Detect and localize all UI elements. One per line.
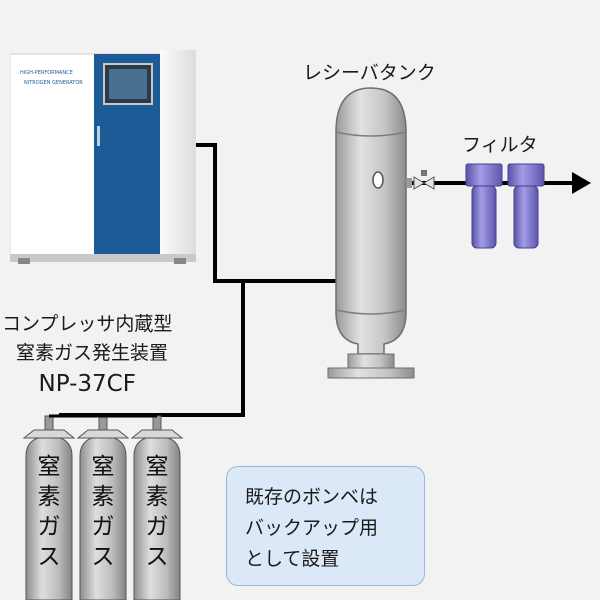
note-line-1: 既存のボンベは	[245, 486, 379, 508]
receiver-tank-image	[327, 87, 435, 379]
nitrogen-generator-image: HIGH-PERFORMANCE NITROGEN GENERATOR	[10, 50, 196, 264]
backup-note-box: 既存のボンベは バックアップ用 として設置	[226, 466, 425, 586]
outlet-arrow-icon	[572, 172, 591, 194]
filter-1	[465, 163, 503, 249]
generator-panel-text-2: NITROGEN GENERATOR	[24, 80, 83, 86]
filter-2	[507, 163, 545, 249]
note-line-2: バックアップ用	[245, 517, 379, 539]
nitrogen-cylinders-image	[22, 414, 184, 600]
filter-label: フィルタ	[462, 134, 538, 156]
note-line-3: として設置	[245, 548, 340, 570]
receiver-tank-label: レシーバタンク	[303, 62, 436, 84]
generator-name-line1: コンプレッサ内蔵型	[2, 313, 173, 335]
cylinder-1	[22, 415, 76, 600]
cylinder-2-label: 窒素ガス	[91, 454, 115, 570]
generator-model: NP-37CF	[38, 371, 136, 397]
filter-unit-image	[465, 163, 545, 249]
cylinder-2	[76, 415, 130, 600]
generator-caption: コンプレッサ内蔵型 窒素ガス発生装置 NP-37CF	[2, 310, 172, 399]
cylinder-3-label: 窒素ガス	[145, 454, 169, 570]
generator-panel-text-1: HIGH-PERFORMANCE	[20, 70, 73, 76]
cylinder-1-label: 窒素ガス	[37, 454, 61, 570]
generator-name-line2: 窒素ガス発生装置	[16, 342, 169, 364]
pipe-generator-to-tank	[196, 143, 336, 283]
